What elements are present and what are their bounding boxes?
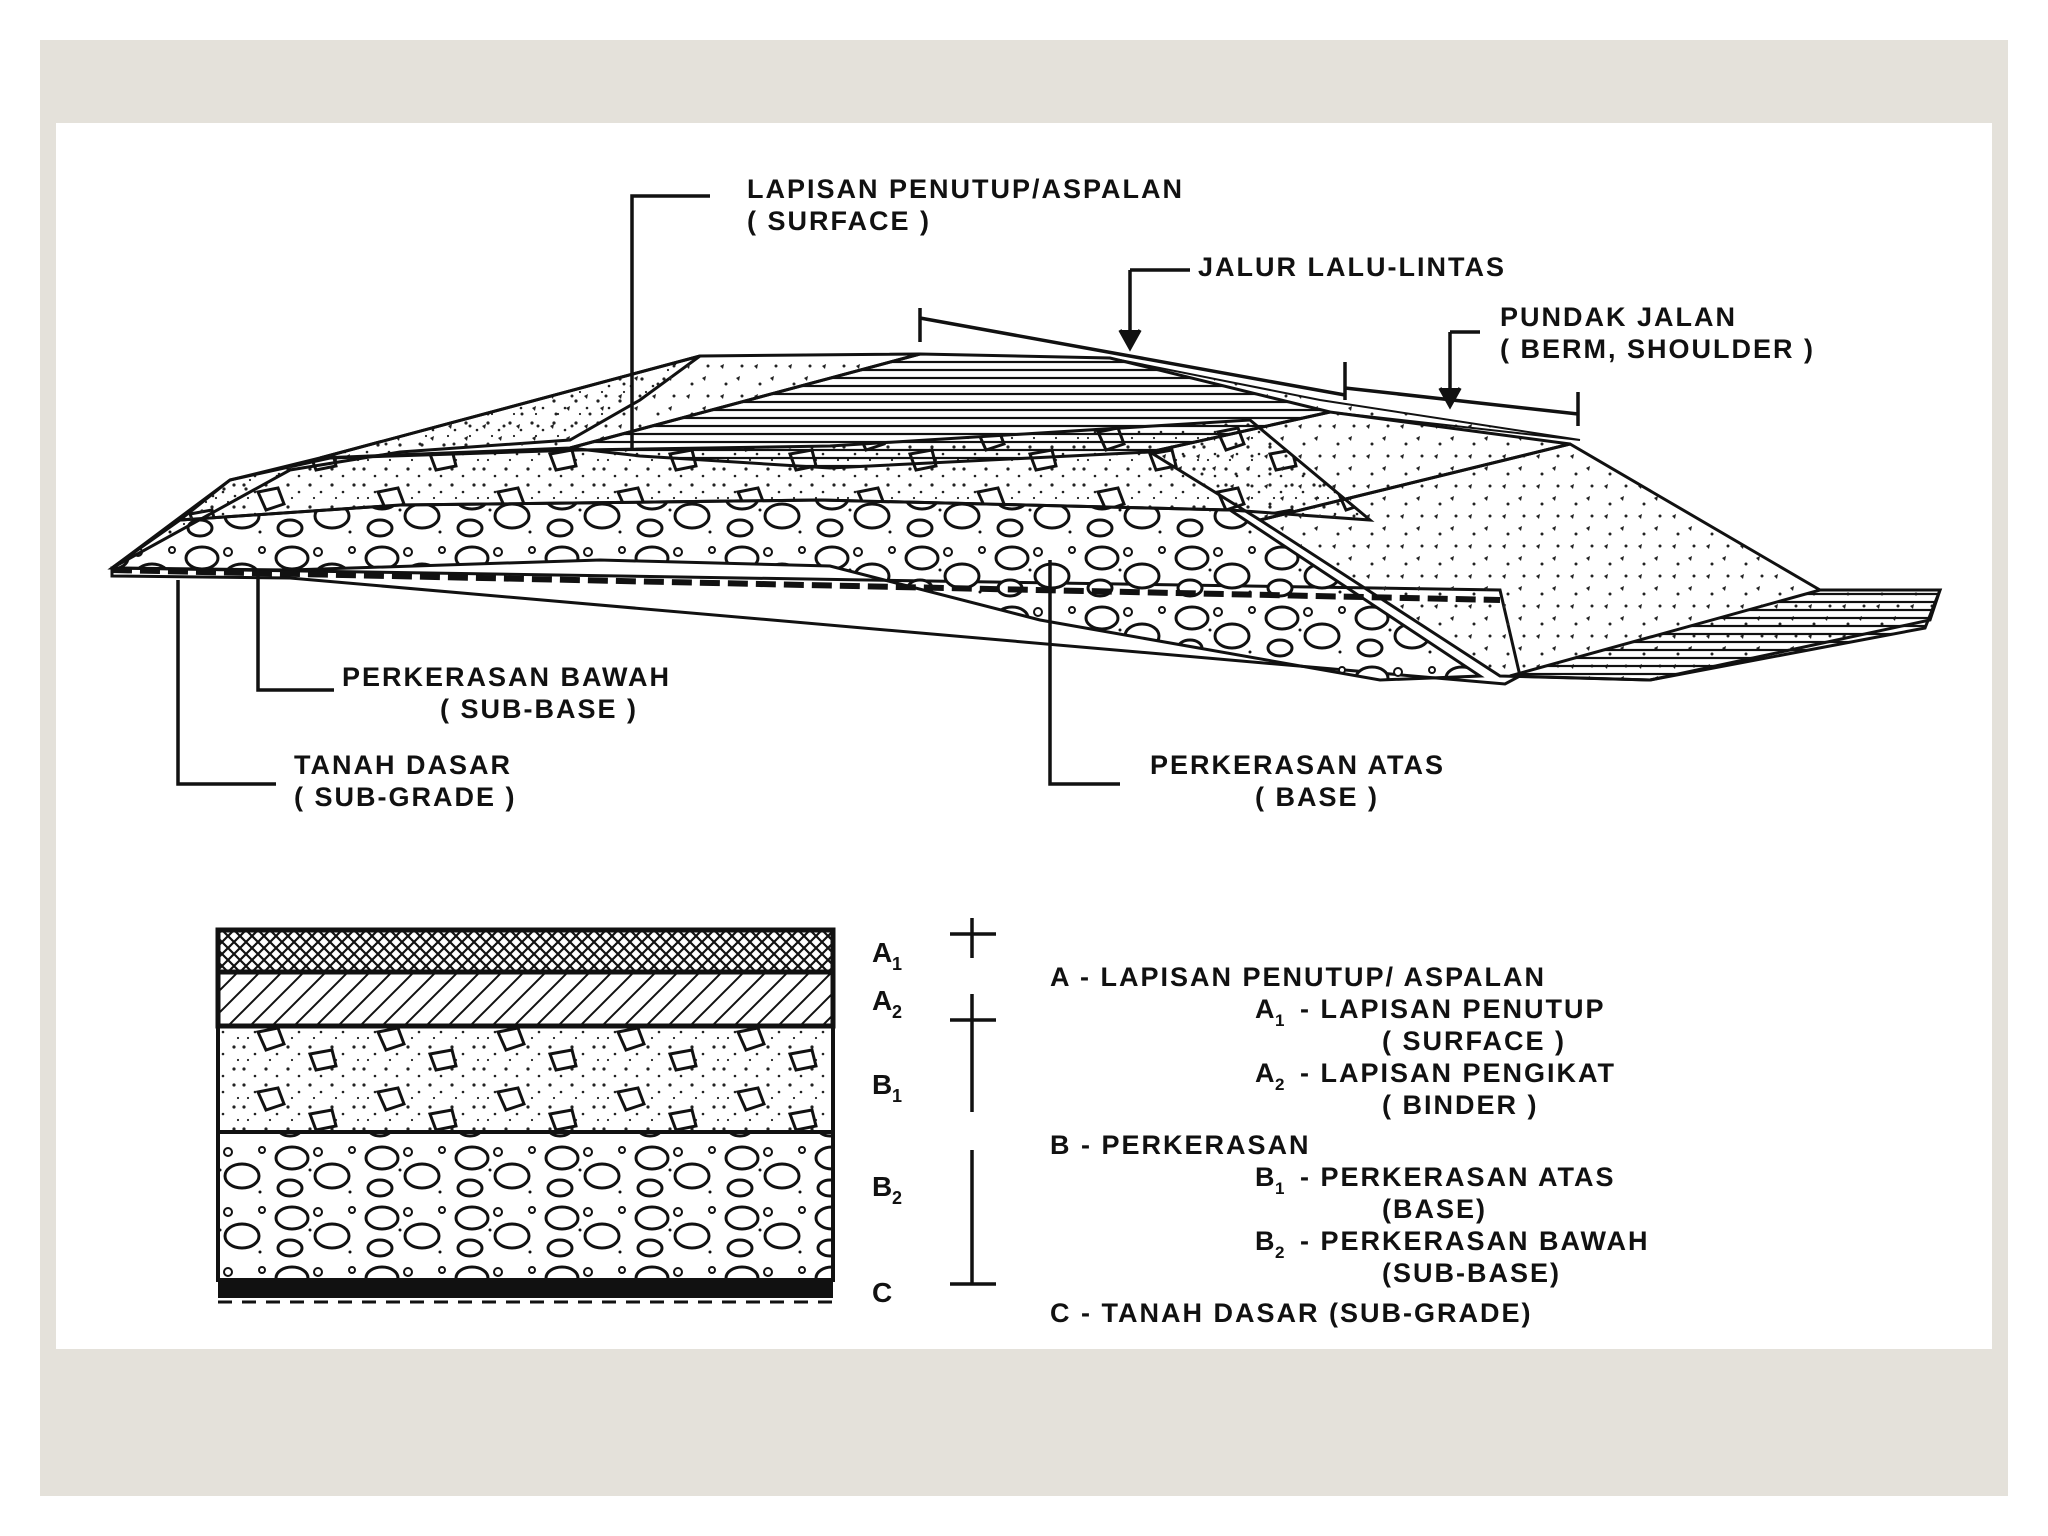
legend-b2-text: - PERKERASAN BAWAH <box>1300 1226 1650 1256</box>
label-subgrade-sub: ( SUB-GRADE ) <box>294 782 517 812</box>
legend-b: B - PERKERASAN <box>1050 1130 1311 1160</box>
legend-a: A - LAPISAN PENUTUP/ ASPALAN <box>1050 962 1546 992</box>
legend-a1-paren: ( SURFACE ) <box>1382 1026 1566 1056</box>
layer-b1 <box>216 1024 835 1134</box>
layer-tags: A 1 A 2 B 1 B 2 C <box>872 937 904 1308</box>
tag-b1-sub: 1 <box>892 1086 904 1106</box>
legend-c: C - TANAH DASAR (SUB-GRADE) <box>1050 1298 1532 1328</box>
leader-lines <box>176 194 1120 786</box>
dimension-lines <box>918 268 1580 426</box>
label-base: PERKERASAN ATAS <box>1150 750 1445 780</box>
layer-a1 <box>215 927 836 975</box>
label-surface: LAPISAN PENUTUP/ASPALAN <box>747 174 1184 204</box>
layer-b2 <box>216 1130 835 1282</box>
tag-a1: A <box>872 937 894 968</box>
tag-b2: B <box>872 1171 894 1202</box>
tag-b2-sub: 2 <box>892 1188 904 1208</box>
legend-b2-sub: 2 <box>1275 1243 1286 1262</box>
tag-a2-sub: 2 <box>892 1002 904 1022</box>
tag-a2: A <box>872 985 894 1016</box>
legend-b1-paren: (BASE) <box>1382 1194 1487 1224</box>
legend-b1-text: - PERKERASAN ATAS <box>1300 1162 1616 1192</box>
legend-a2-text: - LAPISAN PENGIKAT <box>1300 1058 1616 1088</box>
legend-b2-paren: (SUB-BASE) <box>1382 1258 1561 1288</box>
layer-c <box>218 1280 833 1298</box>
label-traffic-lane: JALUR LALU-LINTAS <box>1198 252 1506 282</box>
tag-b1: B <box>872 1069 894 1100</box>
cross-section <box>215 927 836 1304</box>
layer-a2 <box>215 969 836 1029</box>
legend-a1-text: - LAPISAN PENUTUP <box>1300 994 1606 1024</box>
legend-a2-code: A <box>1255 1058 1277 1088</box>
label-subgrade: TANAH DASAR <box>294 750 512 780</box>
label-shoulder: PUNDAK JALAN <box>1500 302 1737 332</box>
label-subbase: PERKERASAN BAWAH <box>342 662 671 692</box>
legend-b1-code: B <box>1255 1162 1277 1192</box>
label-base-sub: ( BASE ) <box>1255 782 1379 812</box>
label-shoulder-sub: ( BERM, SHOULDER ) <box>1500 334 1815 364</box>
legend-a1-sub: 1 <box>1275 1011 1286 1030</box>
legend-a1-code: A <box>1255 994 1277 1024</box>
legend-b2-code: B <box>1255 1226 1277 1256</box>
legend: A - LAPISAN PENUTUP/ ASPALAN A 1 - LAPIS… <box>1050 962 1650 1328</box>
thickness-scale <box>950 918 996 1286</box>
tag-a1-sub: 1 <box>892 954 904 974</box>
legend-b1-sub: 1 <box>1275 1179 1286 1198</box>
label-subbase-sub: ( SUB-BASE ) <box>440 694 638 724</box>
tag-c: C <box>872 1277 894 1308</box>
road-perspective <box>107 352 1943 686</box>
legend-a2-paren: ( BINDER ) <box>1382 1090 1539 1120</box>
legend-a2-sub: 2 <box>1275 1075 1286 1094</box>
label-surface-sub: ( SURFACE ) <box>747 206 931 236</box>
